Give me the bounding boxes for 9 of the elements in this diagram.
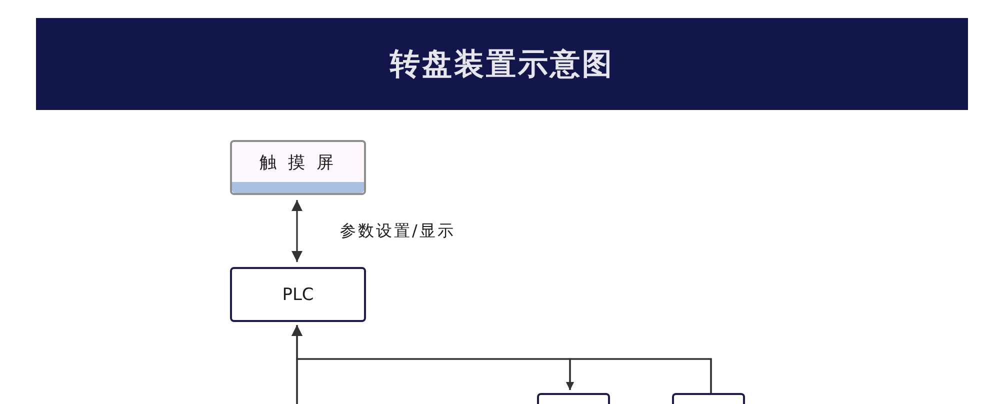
process-box [537, 393, 610, 404]
node-label: 触 摸 屏 [260, 152, 336, 174]
arrow [292, 200, 302, 262]
process-box [672, 393, 745, 404]
node-label: PLC [282, 284, 314, 304]
arrow [296, 358, 574, 404]
controller-box [230, 267, 366, 322]
diagram-title: 转盘装置示意图 [390, 46, 614, 84]
screen-box [230, 140, 366, 195]
